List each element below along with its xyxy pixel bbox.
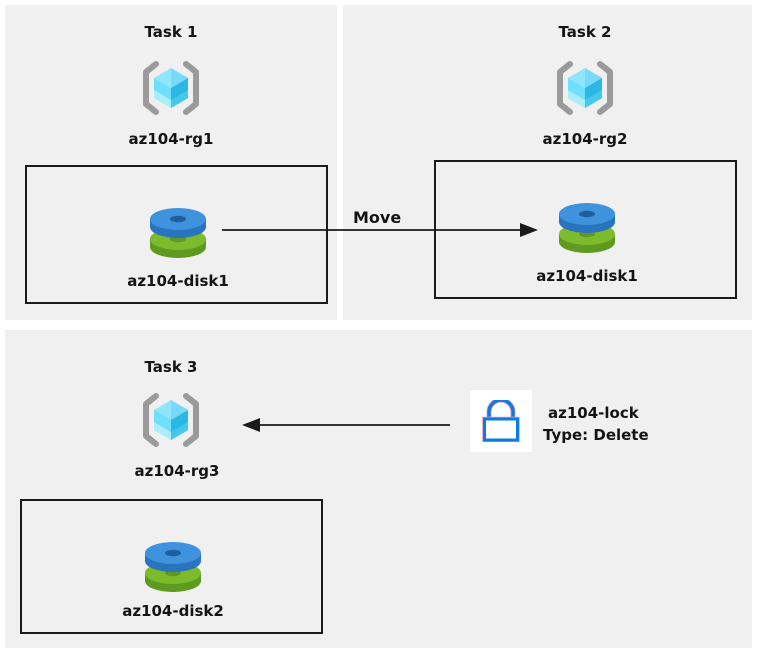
resource-group-icon <box>140 60 202 116</box>
lock-arrow <box>242 418 450 432</box>
resource-group-icon <box>554 60 616 116</box>
move-label: Move <box>353 208 402 227</box>
task3-resource-group-label: az104-rg3 <box>134 462 220 480</box>
lock-icon-tile <box>470 390 532 452</box>
panel-task2: Task 2 az104-rg2 <box>343 5 752 320</box>
lock-icon <box>481 397 521 443</box>
task3-resource-box: az104-disk2 <box>20 499 323 634</box>
task1-resource-label: az104-disk1 <box>127 272 229 290</box>
task2-resource-group-label: az104-rg2 <box>542 130 628 148</box>
task2-resource-label: az104-disk1 <box>536 267 638 285</box>
lock-type-label: Type: Delete <box>543 426 649 444</box>
panel-task3: Task 3 az104-rg3 <box>5 330 752 648</box>
task3-resource-label: az104-disk2 <box>122 602 224 620</box>
task1-title: Task 1 <box>144 23 198 41</box>
task1-resource-group-label: az104-rg1 <box>128 130 214 148</box>
disk-icon <box>140 539 206 597</box>
disk-icon <box>145 205 211 263</box>
task2-title: Task 2 <box>558 23 612 41</box>
lock-name-label: az104-lock <box>548 404 639 422</box>
resource-group-icon <box>140 392 202 448</box>
move-arrow <box>222 223 538 237</box>
task3-title: Task 3 <box>144 358 198 376</box>
disk-icon <box>554 200 620 258</box>
task1-resource-box: az104-disk1 <box>25 165 328 304</box>
panel-task1: Task 1 az104-rg1 <box>5 5 337 320</box>
